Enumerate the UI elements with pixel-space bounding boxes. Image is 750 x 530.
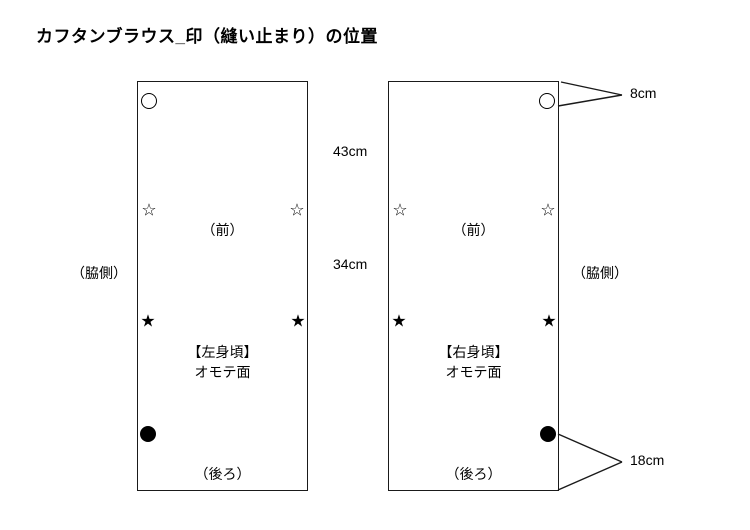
callout-label-top: 8cm <box>630 85 657 101</box>
side-label-left: （脇側） <box>71 265 127 281</box>
star-open-glyph: ☆ <box>141 200 157 221</box>
panel-face-label: オモテ面 <box>194 364 251 381</box>
panel-name-label: 【右身頃】 オモテ面 <box>389 342 558 383</box>
star-filled-glyph: ★ <box>290 311 306 332</box>
side-label-right: （脇側） <box>572 265 628 281</box>
callout-label-bottom: 18cm <box>630 452 665 468</box>
panel-piece-name: 【右身頃】 <box>438 344 509 360</box>
panel-piece-name: 【左身頃】 <box>187 344 258 360</box>
dimension-label-upper: 43cm <box>333 143 368 159</box>
leader-line-top-a <box>560 81 623 96</box>
pattern-panel-left-bodice: （前） 【左身頃】 オモテ面 （後ろ） <box>137 81 308 491</box>
star-open-glyph: ☆ <box>392 200 408 221</box>
front-label: （前） <box>201 222 244 238</box>
back-label: （後ろ） <box>445 466 502 482</box>
leader-line-bottom-b <box>557 461 623 491</box>
star-filled-glyph: ★ <box>541 311 557 332</box>
star-open-glyph: ☆ <box>289 200 305 221</box>
pattern-panel-right-bodice: （前） 【右身頃】 オモテ面 （後ろ） <box>388 81 559 491</box>
star-filled-glyph: ★ <box>140 311 156 332</box>
leader-line-top-b <box>557 94 623 107</box>
front-label: （前） <box>452 222 495 238</box>
dimension-label-lower: 34cm <box>333 256 368 272</box>
leader-line-bottom-a <box>557 433 623 463</box>
back-label: （後ろ） <box>194 466 251 482</box>
star-open-glyph: ☆ <box>540 200 556 221</box>
page-title: カフタンブラウス_印（縫い止まり）の位置 <box>36 27 378 46</box>
panel-name-label: 【左身頃】 オモテ面 <box>138 342 307 383</box>
star-filled-glyph: ★ <box>391 311 407 332</box>
panel-face-label: オモテ面 <box>445 364 502 381</box>
